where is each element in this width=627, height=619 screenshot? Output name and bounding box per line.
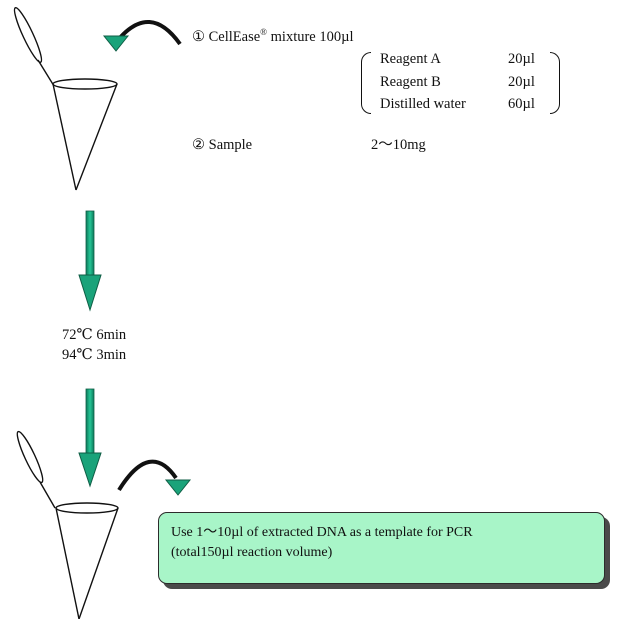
step1-label-suffix: mixture 100µl (267, 29, 354, 45)
component-name: Reagent A (380, 51, 441, 67)
component-name: Reagent B (380, 74, 441, 90)
component-volume: 60µl (508, 96, 535, 112)
component-name: Distilled water (380, 96, 466, 112)
incubation-step: 72℃ 6min (62, 327, 127, 343)
step2-label: ② Sample (192, 137, 253, 153)
component-volume: 20µl (508, 51, 535, 67)
step2-amount: 2～10mg (371, 137, 426, 153)
bracket-left (361, 52, 371, 114)
registered-mark: ® (260, 27, 268, 37)
down-arrow-icon (78, 210, 102, 312)
component-volume: 20µl (508, 74, 535, 90)
result-note-box: Use 1～10µl of extracted DNA as a templat… (158, 512, 605, 584)
add-curved-arrow-icon (102, 20, 182, 52)
top-tube-icon (13, 7, 118, 191)
result-note-line2: (total150µl reaction volume) (171, 545, 333, 560)
bottom-tube-icon (16, 430, 119, 619)
step1-label: ① CellEase® mixture 100µl (192, 28, 354, 45)
incubation-step: 94℃ 3min (62, 347, 127, 363)
transfer-curved-arrow-icon (117, 459, 192, 496)
result-note-line1: Use 1～10µl of extracted DNA as a templat… (171, 525, 473, 540)
step1-label-prefix: ① CellEase (192, 29, 261, 45)
down-arrow-icon (78, 388, 102, 488)
bracket-right (550, 52, 560, 114)
